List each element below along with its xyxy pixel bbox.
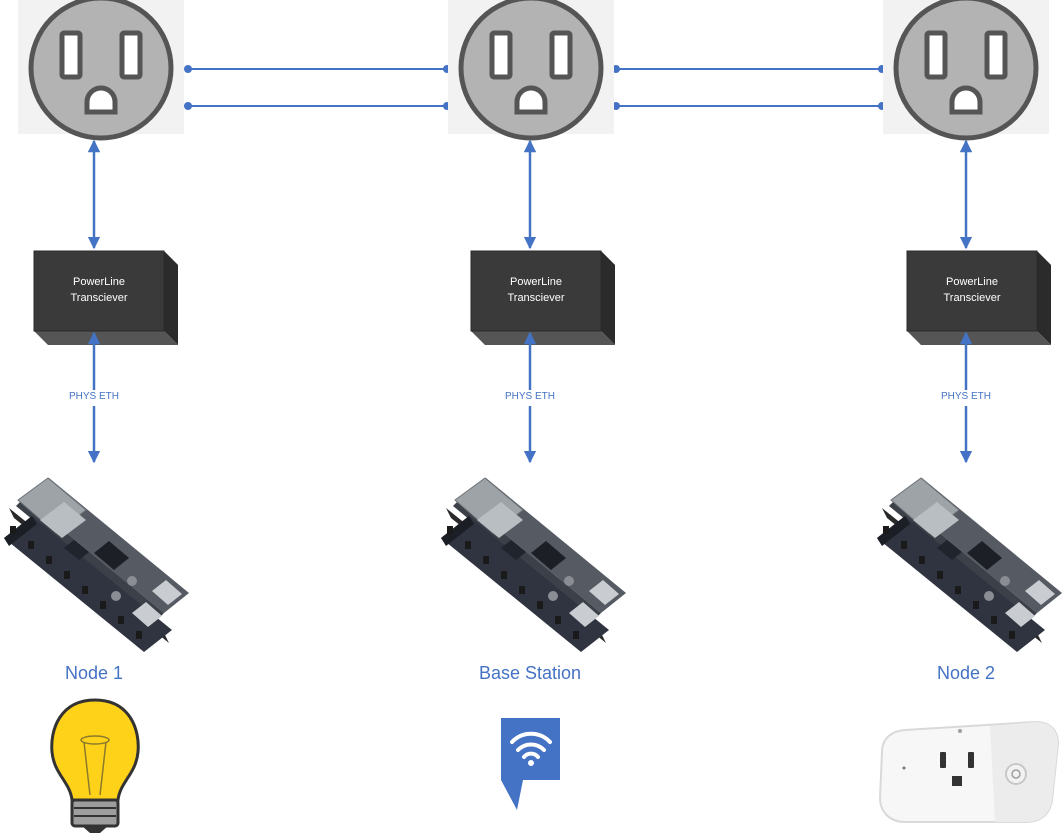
esp32-board-icon-node-1 xyxy=(3,477,190,653)
transceiver-box-node-2 xyxy=(906,250,1052,346)
esp32-board-icon-base-station xyxy=(440,477,627,653)
light-bulb-icon xyxy=(50,698,140,833)
outlet-icon-base-station xyxy=(448,0,614,138)
smart-plug-icon xyxy=(878,720,1060,823)
transceiver-box-base-station xyxy=(470,250,616,346)
outlet-icon-node-2 xyxy=(883,0,1049,138)
outlet-icon-node-1 xyxy=(18,0,184,138)
wifi-icon xyxy=(501,718,560,810)
esp32-board-icon-node-2 xyxy=(876,477,1062,653)
transceiver-box-node-1 xyxy=(33,250,179,346)
